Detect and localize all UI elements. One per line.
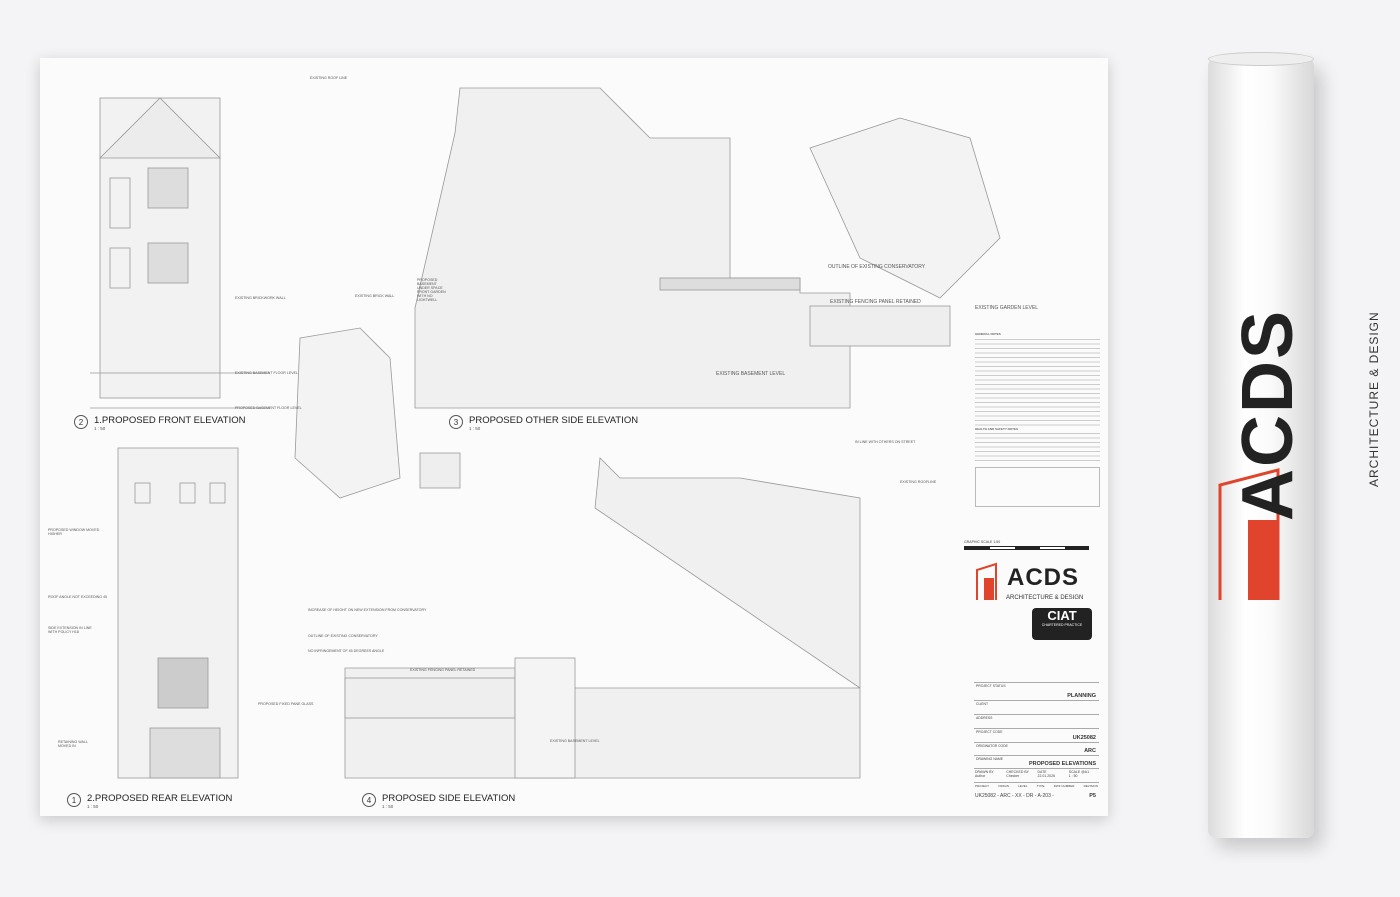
label-roof-angle: ROOF ANGLE NOT EXCEEDING 45	[48, 595, 108, 599]
rear-elevation-drawing	[117, 447, 239, 779]
address-label: ADDRESS	[976, 716, 993, 720]
label-proposed-basement: PROPOSED BASEMENT UNDER SPACE FRONT GARD…	[417, 278, 446, 302]
drawn-by: Author	[975, 774, 986, 778]
project-status-label: PROJECT STATUS	[976, 684, 1006, 688]
tagline: ARCHITECTURE & DESIGN	[1006, 595, 1084, 601]
badge: CIAT	[1047, 608, 1077, 623]
project-code: UK25082	[1072, 735, 1096, 741]
label-inline-others: IN LINE WITH OTHERS ON STREET	[855, 440, 916, 444]
number: 4	[362, 793, 376, 807]
label-brick-wall: EXISTING BRICK WALL	[355, 294, 395, 298]
tagline: ARCHITECTURE & DESIGN	[1367, 311, 1381, 487]
drawing-sheet: EXISTING ROOF LINE EXISTING BRICKWORK WA…	[40, 58, 1108, 816]
title: 2.PROPOSED REAR ELEVATION	[87, 793, 233, 804]
label-fixed-pane: PROPOSED FIXED PANE GLASS	[258, 702, 314, 706]
0: PROJECT	[975, 784, 990, 788]
label-brickwork-wall: EXISTING BRICKWORK WALL	[235, 296, 286, 300]
date: 22.01.2026	[1037, 774, 1056, 778]
graphic-scale: GRAPHIC SCALE 1:50	[964, 540, 1001, 544]
title: PROPOSED OTHER SIDE ELEVATION	[469, 415, 639, 426]
title: 1.PROPOSED FRONT ELEVATION	[94, 415, 246, 426]
title: PROPOSED SIDE ELEVATION	[382, 793, 516, 804]
axonometric-view-top	[809, 117, 1001, 299]
scale-label: SCALE @A1	[1068, 770, 1090, 774]
roll-logo-mark	[1218, 468, 1280, 600]
4: DWF NUMBER	[1053, 784, 1075, 788]
number: 2	[74, 415, 88, 429]
checked-by: Checker	[1006, 774, 1020, 778]
2: LEVEL	[1018, 784, 1028, 788]
scale: 1 : 50	[382, 804, 394, 809]
drawing-name-label: DRAWING NAME	[976, 757, 1003, 761]
acds-logo	[976, 562, 997, 600]
ciat-badge: CIAT CHARTERED PRACTICE	[1032, 608, 1092, 640]
label-height-increase: INCREASE OF HEIGHT ON NEW EXTENSION FROM…	[308, 608, 427, 612]
ref: UK25082 - ARC - XX - DR - A-203 -	[975, 793, 1054, 799]
scale: 1 : 50	[469, 426, 481, 431]
scale: 1 : 50	[94, 426, 106, 431]
number: 1	[67, 793, 81, 807]
elevation-drawings	[90, 87, 1001, 779]
label-fencing-2: EXISTING FENCING PANEL RETAINED	[410, 668, 476, 672]
client-label: CLIENT	[976, 702, 989, 706]
checked-by-label: CHECKED BY	[1006, 770, 1030, 774]
1: ORIGIN	[998, 784, 1009, 788]
label-outline-conservatory-2: OUTLINE OF EXISTING CONSERVATORY	[308, 634, 378, 638]
general-notes: GENERAL NOTES HEALTH AND SAFETY NOTES	[975, 332, 1100, 507]
project-status: PLANNING	[1067, 693, 1096, 699]
rolled-drawing	[1208, 52, 1314, 838]
axonometric-view-middle	[294, 327, 461, 499]
side-elevation-drawing	[344, 457, 861, 779]
drawing-name: PROPOSED ELEVATIONS	[1028, 761, 1096, 767]
label-garden-level: EXISTING GARDEN LEVEL	[975, 305, 1039, 311]
label-basement-level: EXISTING BASEMENT LEVEL	[716, 371, 786, 377]
label-no-infringement: NO INFRINGEMENT OF 45 DEGREES ANGLE	[308, 649, 385, 653]
number: 3	[449, 415, 463, 429]
roll-logo: ACDS ARCHITECTURE & DESIGN	[1218, 220, 1381, 620]
5: REVISION	[1083, 784, 1098, 788]
title-block: GRAPHIC SCALE 1:50 ACDS ARCHITECTURE & D…	[964, 540, 1102, 802]
revision: P5	[1089, 793, 1096, 799]
project-code-label: PROJECT CODE	[976, 730, 1003, 734]
health-heading: HEALTH AND SAFETY NOTES	[975, 426, 1018, 431]
brand: ACDS	[1007, 564, 1080, 591]
label-fencing-retained: EXISTING FENCING PANEL RETAINED	[830, 299, 921, 305]
label-window-moved: PROPOSED WINDOW MOVED HIGHER	[48, 528, 100, 536]
scale: 1 : 50	[1068, 774, 1078, 778]
label-existing-roof-line: EXISTING ROOF LINE	[310, 76, 348, 80]
label-basement-floor: EXISTING BASEMENT FLOOR LEVEL	[235, 371, 299, 375]
front-elevation-drawing	[90, 97, 270, 409]
3: TYPE	[1036, 784, 1045, 788]
originator-label: ORIGINATOR CODE	[976, 744, 1008, 748]
label-retaining-wall: RETAINING WALL MOVED IN	[58, 740, 88, 748]
other-side-elevation-drawing	[414, 87, 951, 409]
drawn-by-label: DRAWN BY	[975, 770, 994, 774]
badge-sub: CHARTERED PRACTICE	[1041, 623, 1083, 627]
label-existing-roofline: EXISTING ROOFLINE	[900, 480, 937, 484]
notes-heading: GENERAL NOTES	[975, 332, 1001, 336]
label-proposed-basement-floor: PROPOSED BASEMENT FLOOR LEVEL	[235, 406, 302, 410]
scale: 1 : 50	[87, 804, 99, 809]
label-basement-level-2: EXISTING BASEMENT LEVEL	[550, 739, 600, 743]
label-side-extension: SIDE EXTENSION IN LINE WITH POLICY H18	[48, 626, 92, 634]
brand: ACDS	[1228, 308, 1308, 521]
originator: ARC	[1084, 748, 1096, 754]
date-label: DATE	[1037, 770, 1047, 774]
label-outline-conservatory: OUTLINE OF EXISTING CONSERVATORY	[828, 264, 926, 270]
